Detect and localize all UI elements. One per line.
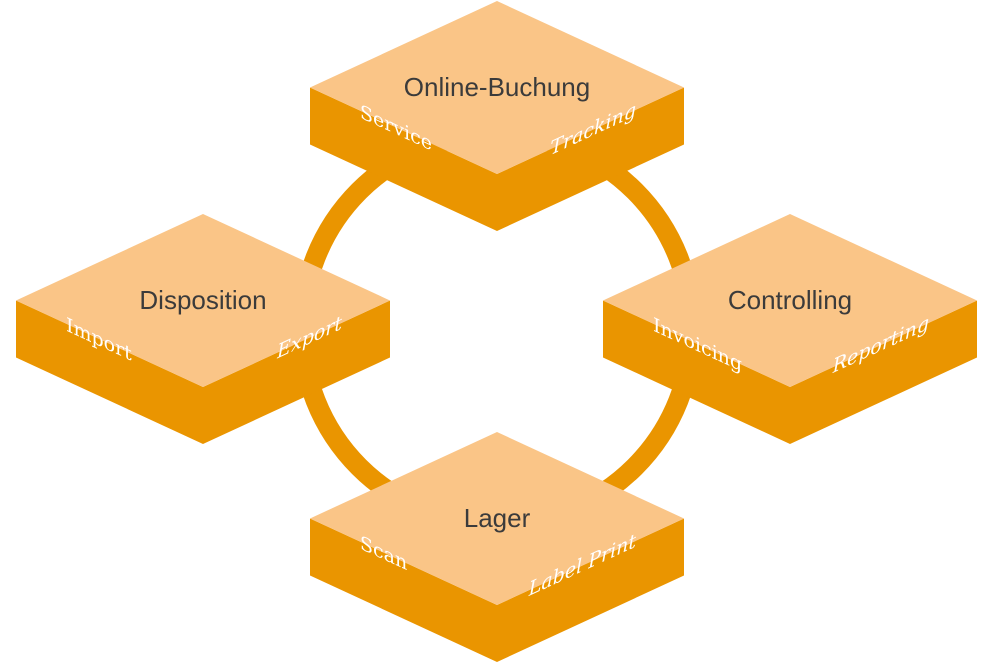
block-lager: Lager Scan Label Print xyxy=(310,432,684,662)
block-online-buchung: Online-Buchung Service Tracking xyxy=(310,1,684,231)
block-top-face xyxy=(310,432,684,605)
block-top-face xyxy=(603,214,977,387)
block-right-face xyxy=(497,518,684,662)
block-left-face xyxy=(310,518,497,662)
block-disposition: Disposition Import Export xyxy=(16,214,390,444)
block-left-face xyxy=(16,300,203,444)
block-right-face xyxy=(203,300,390,444)
block-title: Disposition xyxy=(139,285,266,315)
block-right-face xyxy=(497,87,684,231)
block-top-face xyxy=(16,214,390,387)
block-top-face xyxy=(310,1,684,174)
block-title: Online-Buchung xyxy=(404,72,590,102)
block-title: Lager xyxy=(464,503,531,533)
block-right-face xyxy=(790,300,977,444)
block-title: Controlling xyxy=(728,285,852,315)
block-left-face xyxy=(310,87,497,231)
block-controlling: Controlling Invoicing Reporting xyxy=(603,214,977,444)
block-left-face xyxy=(603,300,790,444)
